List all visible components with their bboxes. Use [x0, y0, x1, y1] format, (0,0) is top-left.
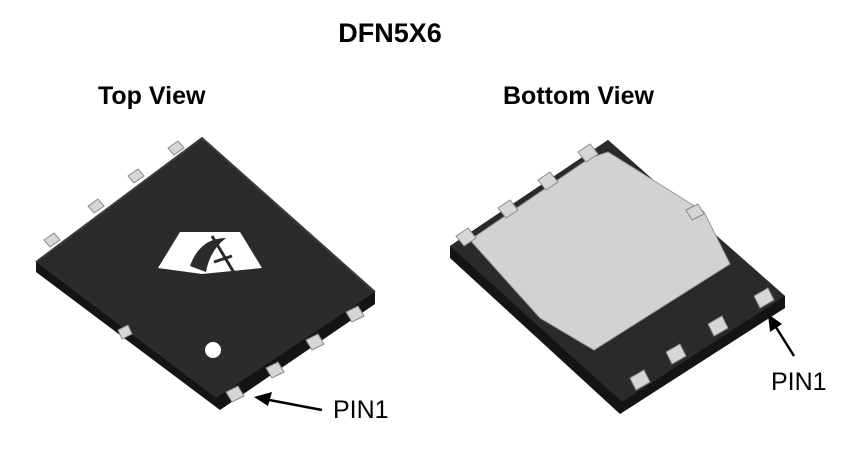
- top-view-lower-pads: [117, 305, 365, 403]
- bottom-view-upper-pads: [455, 143, 705, 247]
- top-pin1-arrow: [254, 392, 323, 412]
- diagram-title: DFN5X6: [338, 18, 442, 48]
- bottom-view-package: [450, 140, 785, 414]
- top-view-package: [35, 136, 376, 410]
- bottom-view-lower-pads: [629, 287, 775, 391]
- top-view-upper-pads: [43, 140, 185, 248]
- top-view-label: Top View: [98, 82, 206, 110]
- bottom-view-label: Bottom View: [503, 82, 654, 110]
- bottom-pin1-arrow: [768, 314, 796, 357]
- top-pin1-label: PIN1: [333, 396, 389, 424]
- pin1-dot: [205, 342, 221, 358]
- bottom-pin1-label: PIN1: [771, 368, 827, 396]
